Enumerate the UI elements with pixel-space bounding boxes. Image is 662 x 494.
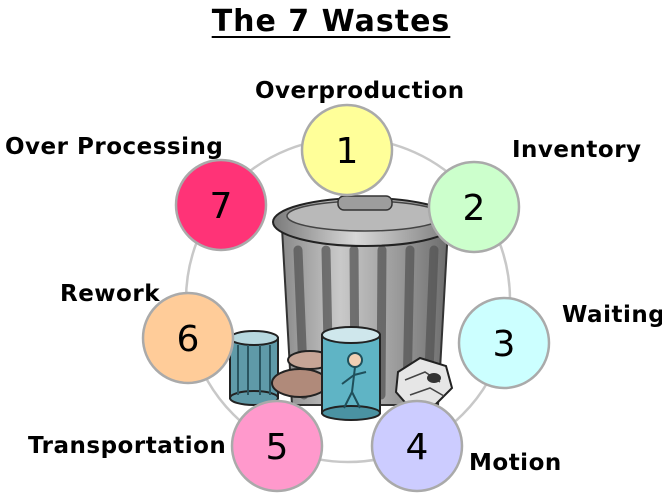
waste-number-3: 3 — [493, 324, 516, 365]
waste-number-7: 7 — [210, 186, 233, 227]
diagram-title: The 7 Wastes — [211, 4, 451, 39]
waste-circle-6: 6 — [141, 291, 235, 385]
waste-circle-7: 7 — [174, 158, 268, 252]
waste-circle-4: 4 — [370, 399, 464, 493]
waste-label-4: Motion — [469, 450, 562, 476]
trash-can-illustration — [229, 195, 458, 421]
waste-circle-2: 2 — [427, 160, 521, 254]
waste-label-3: Waiting — [562, 302, 662, 328]
waste-circle-3: 3 — [457, 296, 551, 390]
waste-circle-5: 5 — [230, 399, 324, 493]
waste-circle-1: 1 — [300, 103, 394, 197]
waste-label-6: Rework — [60, 281, 160, 307]
waste-number-2: 2 — [463, 188, 486, 229]
waste-number-6: 6 — [177, 319, 200, 360]
waste-label-1: Overproduction — [255, 78, 465, 104]
waste-label-2: Inventory — [512, 137, 642, 163]
waste-number-5: 5 — [266, 427, 289, 468]
waste-number-4: 4 — [406, 427, 429, 468]
waste-number-1: 1 — [336, 131, 359, 172]
waste-label-7: Over Processing — [5, 134, 224, 160]
waste-label-5: Transportation — [28, 433, 227, 459]
